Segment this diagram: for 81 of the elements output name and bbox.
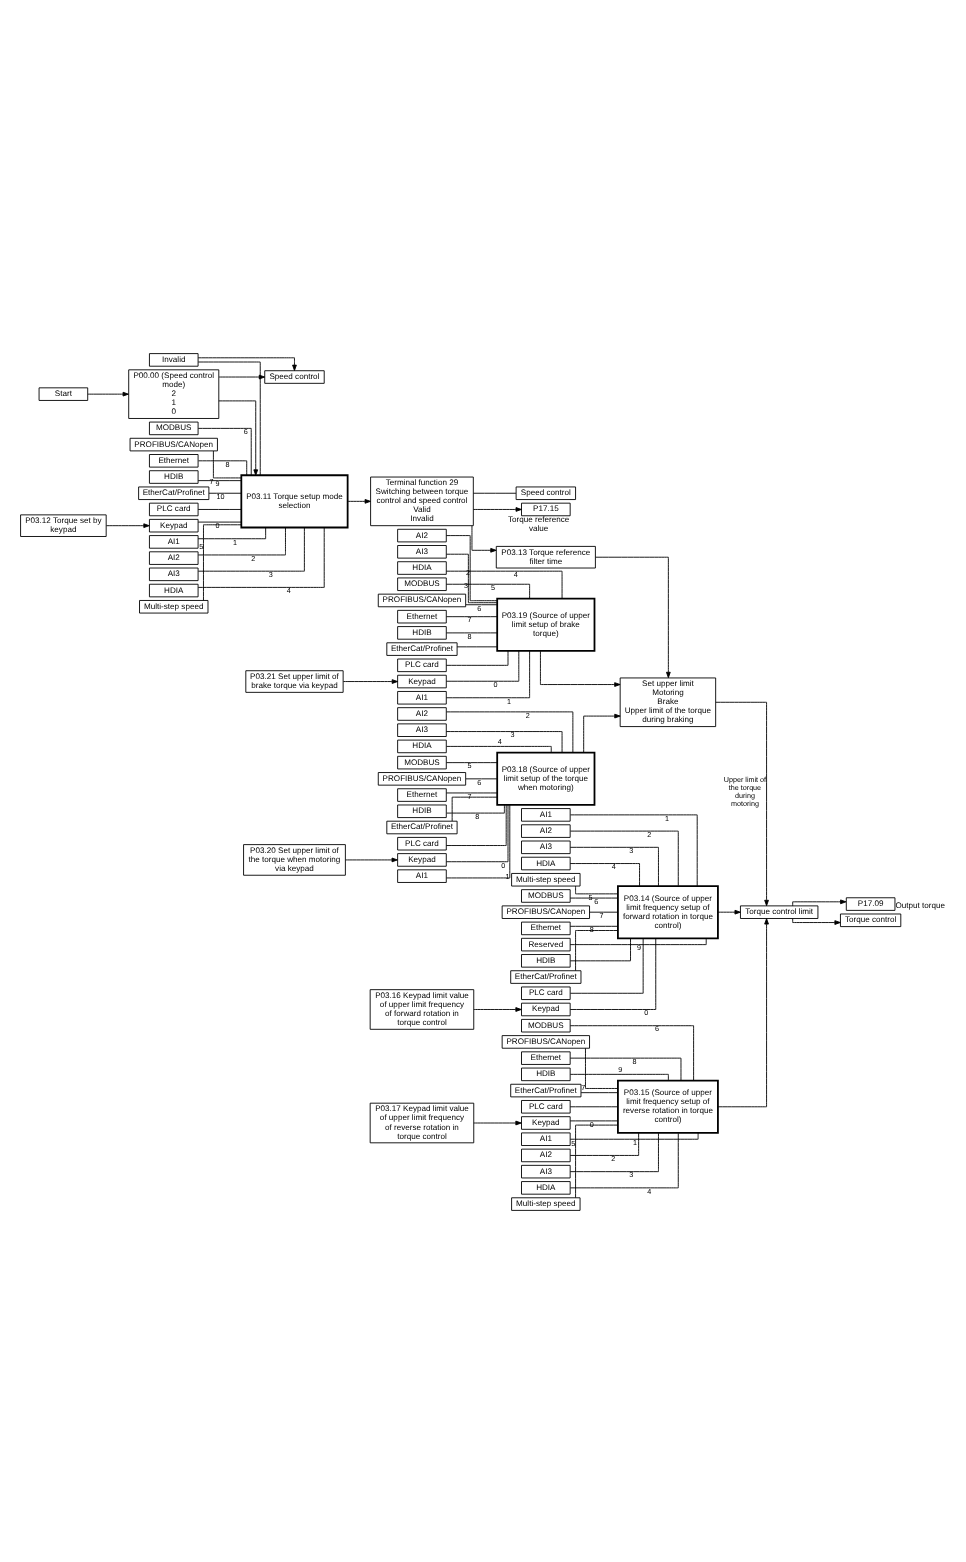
connector <box>569 937 657 1009</box>
connector <box>203 523 242 600</box>
connector <box>569 896 619 898</box>
arrow <box>792 898 847 906</box>
arrow <box>197 356 297 370</box>
connector <box>446 803 505 813</box>
arrow <box>539 649 621 686</box>
arrow <box>715 700 769 906</box>
connector <box>570 1131 679 1188</box>
connector <box>569 937 644 993</box>
connector <box>446 615 498 617</box>
connector <box>465 777 498 779</box>
connector <box>569 936 707 945</box>
arrow <box>471 524 497 552</box>
connector <box>446 552 498 603</box>
connector <box>197 526 267 539</box>
connector <box>445 534 498 601</box>
connector <box>570 813 698 886</box>
connector <box>197 526 325 587</box>
connector <box>445 582 531 599</box>
connector <box>569 1131 640 1155</box>
connector <box>585 1046 619 1088</box>
connector <box>198 459 248 475</box>
connector <box>569 1072 669 1081</box>
arrow <box>792 917 841 924</box>
connector <box>569 1131 699 1139</box>
connector <box>472 491 517 493</box>
connector <box>569 924 619 926</box>
connector <box>569 862 640 886</box>
connector <box>208 491 242 493</box>
connector <box>446 761 498 763</box>
connector <box>569 1131 659 1172</box>
arrow <box>583 712 621 753</box>
arrow <box>717 908 741 914</box>
connector <box>569 1056 682 1080</box>
connector <box>446 791 498 793</box>
connector <box>197 479 242 481</box>
arrow <box>717 917 769 1107</box>
connector <box>445 803 507 845</box>
connector <box>197 426 252 475</box>
connector <box>575 929 619 971</box>
connector <box>569 937 631 961</box>
connector <box>589 910 619 912</box>
connector <box>445 803 509 862</box>
arrow <box>345 856 398 862</box>
connector <box>570 829 679 886</box>
arrow <box>473 1006 522 1011</box>
connector <box>569 1105 619 1107</box>
arrow <box>218 399 259 475</box>
arrow <box>347 498 371 503</box>
connector <box>445 569 563 599</box>
connector <box>465 603 498 605</box>
connector <box>197 520 242 522</box>
connector <box>197 526 286 555</box>
connector <box>446 803 511 878</box>
connector <box>212 449 242 478</box>
connector <box>445 730 563 753</box>
arrow <box>218 373 266 379</box>
connector <box>446 631 498 633</box>
arrow <box>105 522 150 528</box>
connector <box>575 1123 619 1198</box>
connector <box>451 795 498 821</box>
connector <box>569 1119 619 1121</box>
connector <box>197 360 261 475</box>
arrow <box>473 1119 522 1125</box>
connector <box>446 744 552 753</box>
connector <box>197 526 305 571</box>
connector <box>575 884 619 894</box>
connector <box>197 508 242 509</box>
connector <box>580 1091 619 1093</box>
arrow <box>472 506 522 511</box>
connector <box>456 645 498 647</box>
connector <box>445 649 531 698</box>
arrow <box>87 390 129 396</box>
connector <box>445 649 509 665</box>
connector <box>445 649 520 681</box>
arrow <box>342 678 398 683</box>
connector <box>569 1024 695 1080</box>
connector <box>446 710 574 752</box>
arrow <box>595 555 671 678</box>
connector <box>569 845 659 886</box>
